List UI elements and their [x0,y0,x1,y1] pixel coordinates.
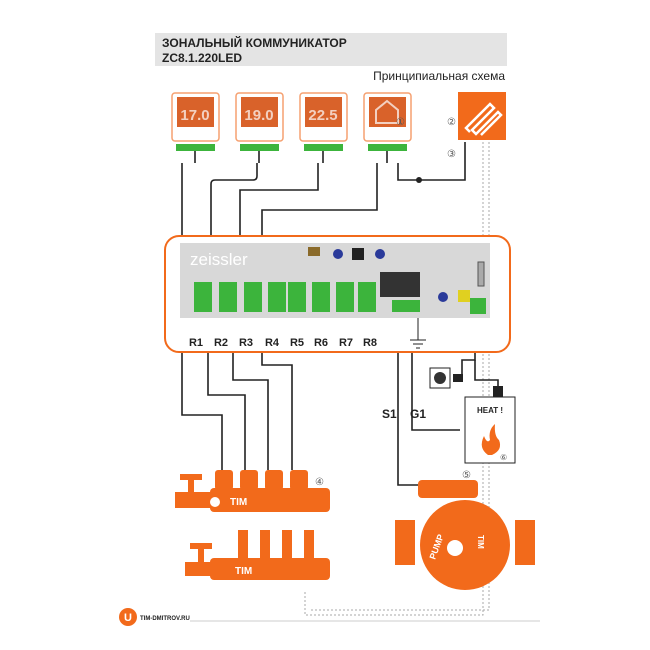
heating-coil-icon [464,102,503,136]
boiler [464,396,516,464]
manifold-brand: TIM [230,497,247,508]
relay-label: R8 [363,337,377,349]
relay-label: R1 [189,337,203,349]
thermostat [363,92,412,163]
fuse-holder-icon [477,261,485,287]
model: ZC8.1.220LED [162,51,242,65]
callout-5: ⑤ [462,470,471,481]
pump: PUMP TIM [395,480,535,590]
thermostat-reading: 22.5 [308,107,337,124]
thermostat-reading: 17.0 [180,107,209,124]
manifold-return-brand: TIM [235,566,252,577]
pump-brand: TIM [476,535,485,549]
relay-label: R4 [265,337,280,349]
relay-terminal [219,282,237,312]
thermostat-display [177,97,214,127]
label-g1: G1 [410,407,426,421]
capacitor-icon [333,249,343,259]
relay-terminal [288,282,306,312]
svg-text:U: U [124,612,132,624]
site-logo [119,608,137,626]
thermostat-terminal [304,144,343,151]
relay-label: R6 [314,337,328,349]
relay-terminal [358,282,376,312]
socket-plug-icon [434,372,446,384]
sensor-terminal [392,300,420,312]
header-band [155,33,507,66]
callout-1: ① [396,117,405,128]
transformer-icon [458,290,470,302]
boiler-label: HEAT ! [477,406,503,415]
boiler-chimney [493,386,503,397]
ground-icon [410,318,426,349]
thermostat: 17.0 [171,92,220,163]
relay-terminal [336,282,354,312]
thermostat-terminal [240,144,279,151]
manifold-return: TIM [185,530,330,580]
chip-icon [352,248,364,260]
house-icon [375,99,399,124]
relay-block-icon [380,272,420,297]
thermostat-terminal [368,144,407,151]
thermostat-terminal [176,144,215,151]
thermostat-reading: 19.0 [244,107,273,124]
callout-3: ③ [447,149,456,160]
capacitor-icon [438,292,448,302]
callout-6: ⑥ [500,453,507,462]
brand-logo: zeissler [190,250,248,269]
fuse-icon [308,247,320,256]
thermostat-display [241,97,278,127]
plug-icon [453,374,463,382]
flame-icon [481,424,501,455]
thermostat: 19.0 [235,92,284,163]
schema-label: Принципиальная схема [373,69,505,83]
wire-junction [416,177,422,183]
title: ЗОНАЛЬНЫЙ КОММУНИКАТОР [162,35,347,50]
website-link[interactable]: TIM-DMITROV.RU [140,616,190,622]
relay-label: R2 [214,337,228,349]
relay-label: R3 [239,337,253,349]
callout-2: ② [447,117,456,128]
capacitor-icon [375,249,385,259]
manifold-supply: TIM [175,470,330,512]
label-s1: S1 [382,407,397,421]
relay-terminal [194,282,212,312]
relay-terminal [244,282,262,312]
relay-label: R5 [290,337,304,349]
floor-heating-icon [458,92,506,140]
thermostat-display [305,97,342,127]
thermostat: 22.5 [299,92,348,163]
relay-terminal [268,282,286,312]
power-terminal [470,298,486,314]
callout-4: ④ [315,477,324,488]
relay-terminal [312,282,330,312]
relay-label: R7 [339,337,353,349]
